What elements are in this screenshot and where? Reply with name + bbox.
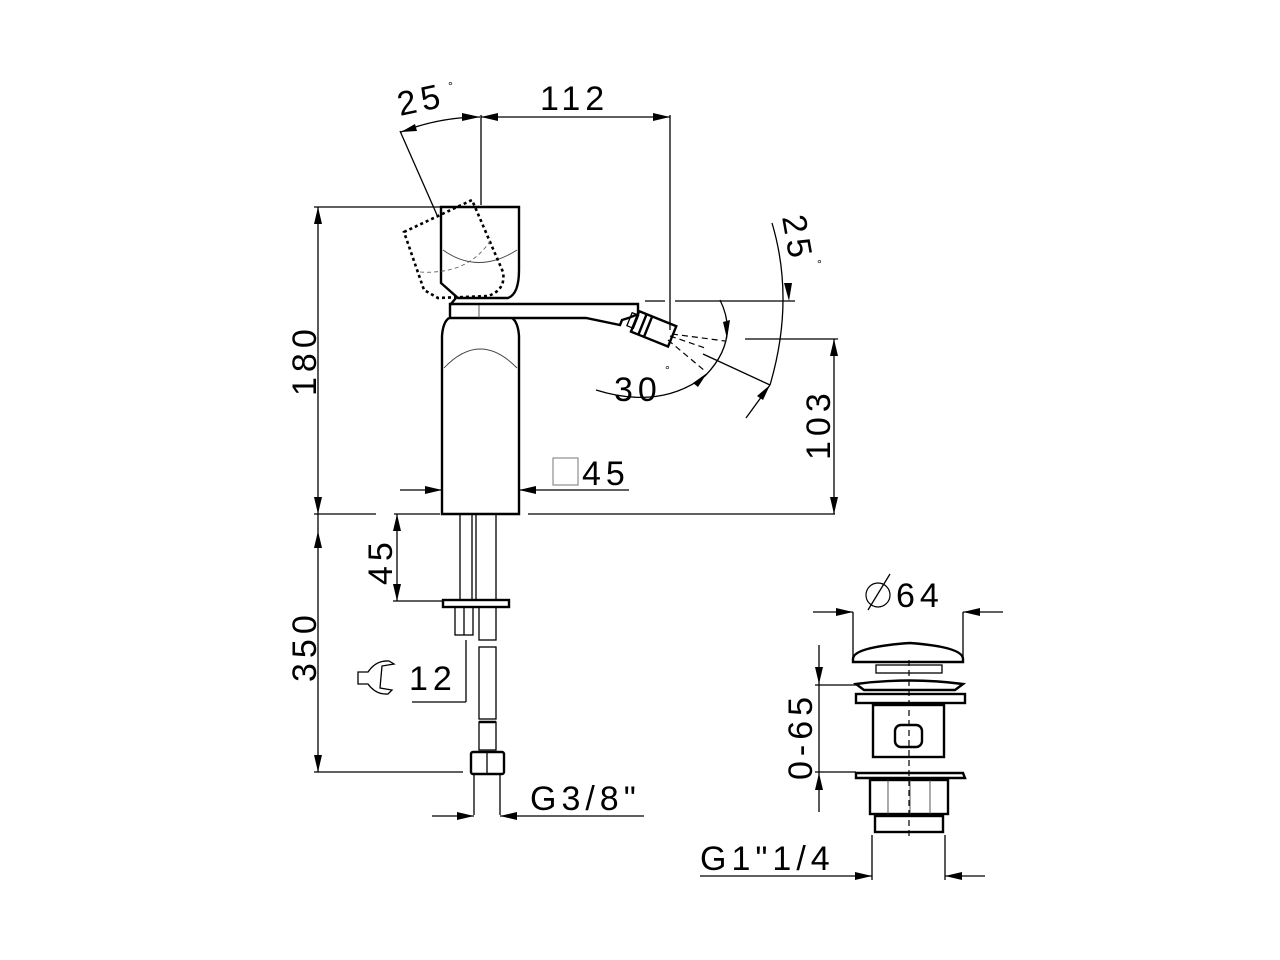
label-hose-length: 350 [286, 610, 324, 682]
label-total-height: 180 [286, 324, 324, 396]
diameter-icon [865, 582, 891, 608]
label-waste-diameter: 64 [896, 577, 944, 615]
mixer-body [402, 198, 726, 516]
degree-icon: ° [448, 79, 453, 93]
label-spray-angle: 30 [614, 371, 662, 409]
label-shank-length: 45 [362, 537, 400, 585]
label-spout-reach: 112 [540, 80, 609, 118]
label-spout-swivel: 25 [774, 212, 820, 266]
degree-icon: ° [817, 257, 822, 271]
dim-lines [314, 113, 838, 820]
degree-icon: ° [665, 363, 670, 377]
square-section-icon [552, 457, 579, 486]
label-waste-thread: G1"1/4 [700, 840, 835, 878]
wrench-icon [357, 660, 396, 695]
shanks-hose [441, 514, 511, 815]
label-handle-rotation: 25 [394, 77, 449, 124]
dimension-labels: 25 ° 112 25 ° 30 ° 180 103 45 45 350 12 … [286, 77, 944, 878]
pop-up-waste [700, 608, 1003, 880]
label-spout-height: 103 [800, 388, 838, 460]
label-waste-range: 0-65 [782, 692, 820, 780]
label-nut-wrench: 12 [409, 660, 457, 698]
label-hose-thread: G3/8" [530, 780, 641, 818]
label-body-square: 45 [582, 455, 630, 493]
